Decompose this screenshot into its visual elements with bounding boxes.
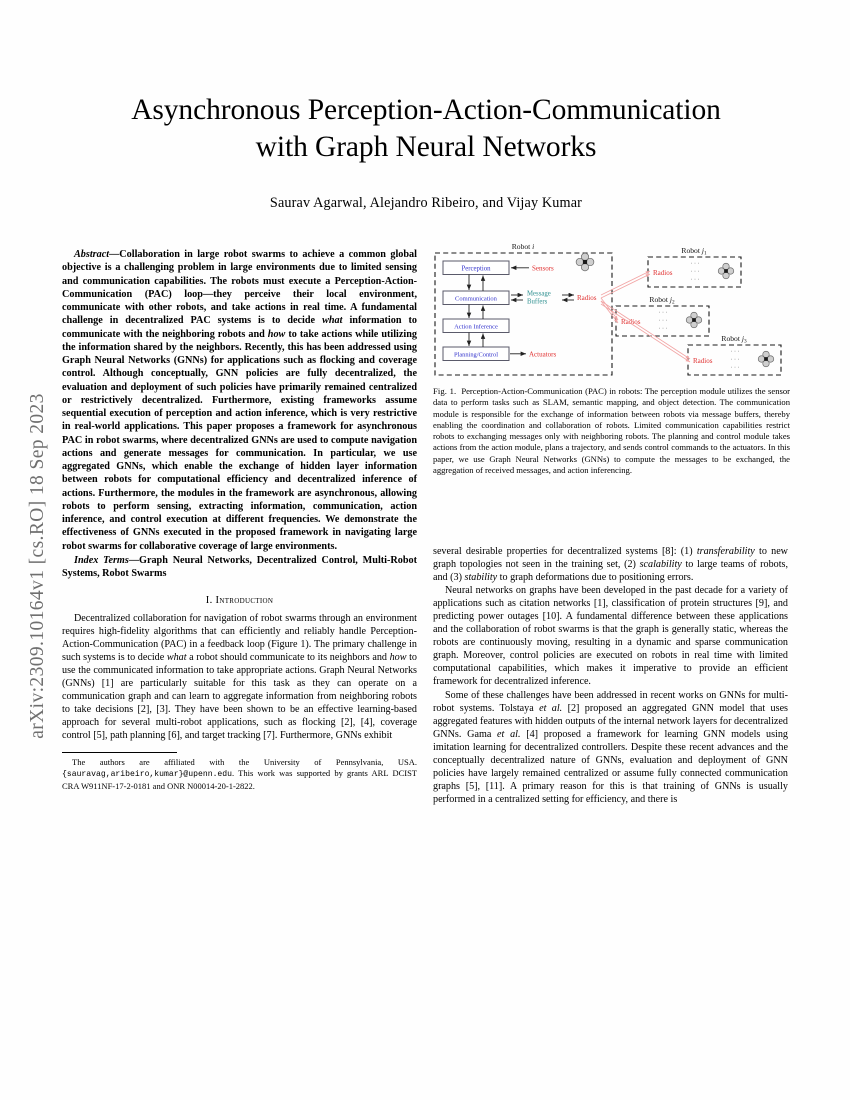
drone-icon-robot-j1 — [717, 262, 735, 280]
svg-text:Planning/Control: Planning/Control — [454, 351, 498, 358]
message-buffers-label-line1: Message — [527, 291, 551, 298]
footnote-a: The authors are affiliated with the Univ… — [72, 757, 417, 768]
svg-text:Communication: Communication — [455, 295, 498, 302]
right-paragraph-2: Neural networks on graphs have been deve… — [433, 585, 788, 688]
abstract-text-1: Collaboration in large robot swarms to a… — [62, 249, 417, 327]
intro-p1-b: a robot should communicate to its neighb… — [186, 652, 390, 663]
index-terms-lead: Index Terms — [74, 554, 129, 566]
figure-1-diagram: Robot i Perception Communication Action … — [433, 240, 791, 380]
intro-italic-how: how — [389, 652, 407, 663]
module-perception: Perception — [442, 260, 510, 275]
rc-p3-b: [2] proposed an aggregated GNN model tha… — [433, 702, 788, 740]
message-buffers-label-line2: Buffers — [527, 299, 548, 306]
index-terms-text: Graph Neural Networks, Decentralized Con… — [62, 554, 417, 579]
module-planning-control: Planning/Control — [442, 346, 510, 361]
abstract-italic-how: how — [267, 328, 286, 340]
wireless-links — [600, 270, 691, 363]
svg-text:Action Inference: Action Inference — [454, 323, 498, 330]
radios-label-robot-j3: Radios — [693, 357, 713, 365]
footnote-b: . This work was supported by grants ARL … — [62, 768, 417, 791]
actuators-label: Actuators — [529, 350, 556, 358]
intro-paragraph-1: Decentralized collaboration for navigati… — [62, 612, 417, 742]
drone-icon-robot-i — [575, 252, 595, 272]
figure-caption-text: Perception-Action-Communication (PAC) in… — [433, 386, 791, 475]
dots-j3-b: · · · — [731, 357, 740, 363]
rc-p1-a: several desirable properties for decentr… — [433, 546, 697, 557]
dots-j3-c: · · · — [731, 365, 740, 371]
left-column: Abstract—Collaboration in large robot sw… — [62, 248, 417, 791]
robot-j2-label: Robot j2 — [649, 295, 675, 306]
rc-p1-d: to graph deformations due to positioning… — [497, 572, 694, 584]
sensors-label: Sensors — [532, 264, 554, 272]
rc-italic-etal-1: et al. — [539, 702, 563, 714]
robot-i-label: Robot i — [512, 242, 535, 251]
section-heading-introduction: I. Introduction — [205, 595, 274, 607]
arxiv-stamp: arXiv:2309.10164v1 [cs.RO] 18 Sep 2023 — [27, 393, 48, 739]
figure-number: Fig. 1. — [433, 386, 457, 396]
index-terms-dash: — — [128, 554, 140, 566]
robot-i-box — [434, 252, 613, 376]
abstract-text-3: to take actions while utilizing the info… — [62, 328, 417, 552]
dots-j2-c: · · · — [659, 326, 668, 332]
rc-italic-stability: stability — [464, 572, 498, 584]
right-column: several desirable properties for decentr… — [433, 545, 788, 806]
rc-p1-c: to large teams of robots, and (3) — [433, 559, 788, 584]
radios-label-robot-j1: Radios — [653, 269, 673, 277]
rc-p3-c: [4] proposed a framework for learning GN… — [433, 728, 788, 805]
title-line-1: Asynchronous Perception-Action-Communica… — [131, 94, 721, 126]
rc-p1-b: to new graph topologies not seen in the … — [433, 546, 788, 571]
intro-p1-c: to use the communicated information to t… — [62, 652, 417, 742]
index-terms: Index Terms—Graph Neural Networks, Decen… — [62, 554, 417, 581]
right-paragraph-1: several desirable properties for decentr… — [433, 545, 788, 584]
title-line-2: with Graph Neural Networks — [255, 131, 597, 164]
title-block: Asynchronous Perception-Action-Communica… — [62, 92, 790, 212]
page-title: Asynchronous Perception-Action-Communica… — [62, 92, 790, 166]
abstract-lead: Abstract — [74, 249, 110, 260]
radios-label-robot-i: Radios — [577, 294, 597, 302]
dots-j1-b: · · · — [691, 269, 700, 275]
abstract-italic-what: what — [322, 315, 343, 327]
footnote: The authors are affiliated with the Univ… — [62, 757, 417, 791]
drone-icon-robot-j2 — [685, 311, 703, 329]
robot-j1-label: Robot j1 — [681, 246, 707, 257]
dots-j2-a: · · · — [659, 310, 668, 316]
radios-label-robot-j2: Radios — [621, 318, 641, 326]
footnote-divider — [62, 752, 177, 754]
author-list: Saurav Agarwal, Alejandro Ribeiro, and V… — [269, 195, 583, 212]
robot-j3-label: Robot j3 — [721, 334, 747, 345]
module-action-inference: Action Inference — [442, 318, 510, 333]
rc-p3-a: Some of these challenges have been addre… — [433, 689, 788, 714]
intro-italic-what: what — [166, 652, 187, 663]
dots-j3-a: · · · — [731, 349, 740, 355]
dots-j2-b: · · · — [659, 318, 668, 324]
right-paragraph-3: Some of these challenges have been addre… — [433, 689, 788, 806]
abstract-text-2: information to communicate with the neig… — [62, 315, 417, 340]
abstract: Abstract—Collaboration in large robot sw… — [62, 248, 417, 553]
rc-italic-etal-2: et al. — [497, 728, 521, 740]
rc-italic-transferability: transferability — [696, 546, 755, 557]
figure-1-caption: Fig. 1. Perception-Action-Communication … — [433, 386, 790, 476]
module-communication: Communication — [442, 290, 510, 305]
intro-p1-a: Decentralized collaboration for navigati… — [62, 612, 417, 663]
abstract-dash: — — [109, 249, 120, 260]
drone-icon-robot-j3 — [757, 350, 775, 368]
dots-j1-a: · · · — [691, 261, 700, 267]
svg-text:Perception: Perception — [461, 265, 491, 272]
dots-j1-c: · · · — [691, 277, 700, 283]
rc-italic-scalability: scalability — [639, 559, 682, 571]
footnote-emails: {sauravag,aribeiro,kumar}@upenn.edu — [62, 770, 232, 780]
